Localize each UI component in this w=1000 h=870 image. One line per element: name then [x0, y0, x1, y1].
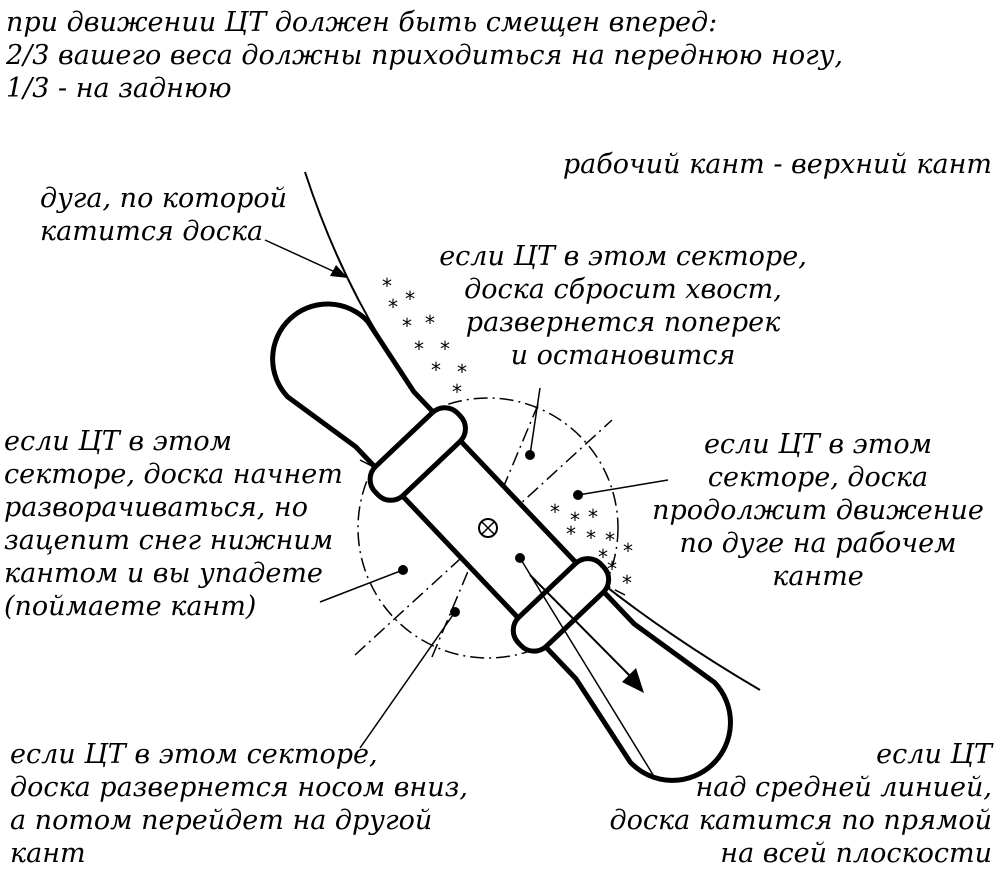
leader-right — [577, 479, 669, 496]
left-sector-line: разворачиваться, но — [4, 492, 308, 523]
leader-bottom — [359, 611, 456, 749]
svg-text:*: * — [566, 522, 576, 546]
right-sector-line: если ЦТ в этом — [703, 429, 933, 460]
midline-line: на всей плоскости — [720, 838, 992, 869]
svg-text:*: * — [405, 287, 415, 311]
bottom-sector-label: если ЦТ в этом секторе, доска развернетс… — [10, 738, 468, 870]
svg-text:*: * — [388, 295, 398, 319]
top-sector-label: если ЦТ в этом секторе, доска сбросит хв… — [413, 240, 833, 372]
right-sector-line: канте — [772, 561, 864, 592]
right-sector-label: если ЦТ в этом секторе, доска продолжит … — [640, 428, 996, 593]
leader-top — [529, 387, 541, 456]
svg-text:*: * — [457, 360, 467, 384]
leader-midline — [519, 557, 656, 779]
left-sector-line: (поймаете кант) — [4, 591, 257, 622]
bottom-sector-line: доска развернется носом вниз, — [10, 772, 468, 803]
svg-text:*: * — [452, 380, 462, 404]
bottom-sector-line: кант — [10, 838, 86, 869]
direction-arrow-line — [529, 574, 633, 679]
header-line: 2/3 вашего веса должны приходиться на пе… — [6, 40, 843, 71]
svg-text:*: * — [414, 337, 424, 361]
top-sector-line: развернется поперек — [465, 307, 781, 338]
bottom-sector-line: а потом перейдет на другой — [10, 805, 433, 836]
right-sector-line: секторе, доска — [707, 462, 929, 493]
left-sector-line: секторе, доска начнет — [4, 459, 343, 490]
bottom-sector-line: если ЦТ в этом секторе, — [10, 739, 378, 770]
binding-rear — [367, 405, 468, 503]
svg-text:*: * — [605, 528, 615, 552]
left-sector-line: зацепит снег нижним — [4, 525, 334, 556]
left-sector-line: если ЦТ в этом — [4, 426, 233, 457]
svg-text:*: * — [586, 526, 596, 550]
svg-text:*: * — [570, 508, 580, 532]
left-sector-label: если ЦТ в этом секторе, доска начнет раз… — [4, 425, 343, 623]
top-sector-line: доска сбросит хвост, — [464, 274, 782, 305]
working-edge-label: рабочий кант - верхний кант — [563, 148, 992, 181]
leader-left — [319, 569, 404, 603]
midline-line: доска катится по прямой — [609, 805, 993, 836]
sector-circle — [357, 397, 619, 659]
left-sector-line: кантом и вы упадете — [4, 558, 323, 589]
midline-line: если ЦТ — [876, 739, 992, 770]
header-line: 1/3 - на заднюю — [6, 73, 232, 104]
top-sector-line: и остановится — [510, 340, 736, 371]
svg-text:*: * — [607, 557, 617, 581]
midline-line: над средней линией, — [695, 772, 992, 803]
right-sector-line: по дуге на рабочем — [679, 528, 957, 559]
svg-text:*: * — [623, 539, 633, 563]
svg-text:*: * — [588, 505, 598, 529]
svg-text:*: * — [440, 337, 450, 361]
svg-text:*: * — [622, 571, 632, 595]
leader-arc — [264, 239, 336, 273]
snow-spray: * * * * * * * * * * * * * * * * * * * * — [382, 274, 633, 595]
arc-label-line: дуга, по которой — [40, 183, 288, 214]
right-sector-line: продолжит движение — [652, 495, 984, 526]
arc-label: дуга, по которой катится доска — [40, 182, 287, 248]
cross-axis — [354, 419, 613, 656]
svg-text:*: * — [402, 314, 412, 338]
svg-text:*: * — [425, 311, 435, 335]
top-sector-line: если ЦТ в этом секторе, — [439, 241, 807, 272]
working-edge-text: рабочий кант - верхний кант — [562, 149, 992, 180]
svg-text:*: * — [598, 545, 608, 569]
leader-arc-head — [330, 265, 348, 278]
svg-text:*: * — [550, 500, 560, 524]
direction-arrow-head — [622, 668, 644, 693]
header-line: при движении ЦТ должен быть смещен впере… — [6, 7, 718, 38]
svg-text:*: * — [431, 358, 441, 382]
svg-text:*: * — [382, 274, 392, 298]
header-note: при движении ЦТ должен быть смещен впере… — [6, 6, 843, 105]
midline-label: если ЦТ над средней линией, доска катитс… — [610, 738, 993, 870]
arc-label-line: катится доска — [40, 216, 264, 247]
